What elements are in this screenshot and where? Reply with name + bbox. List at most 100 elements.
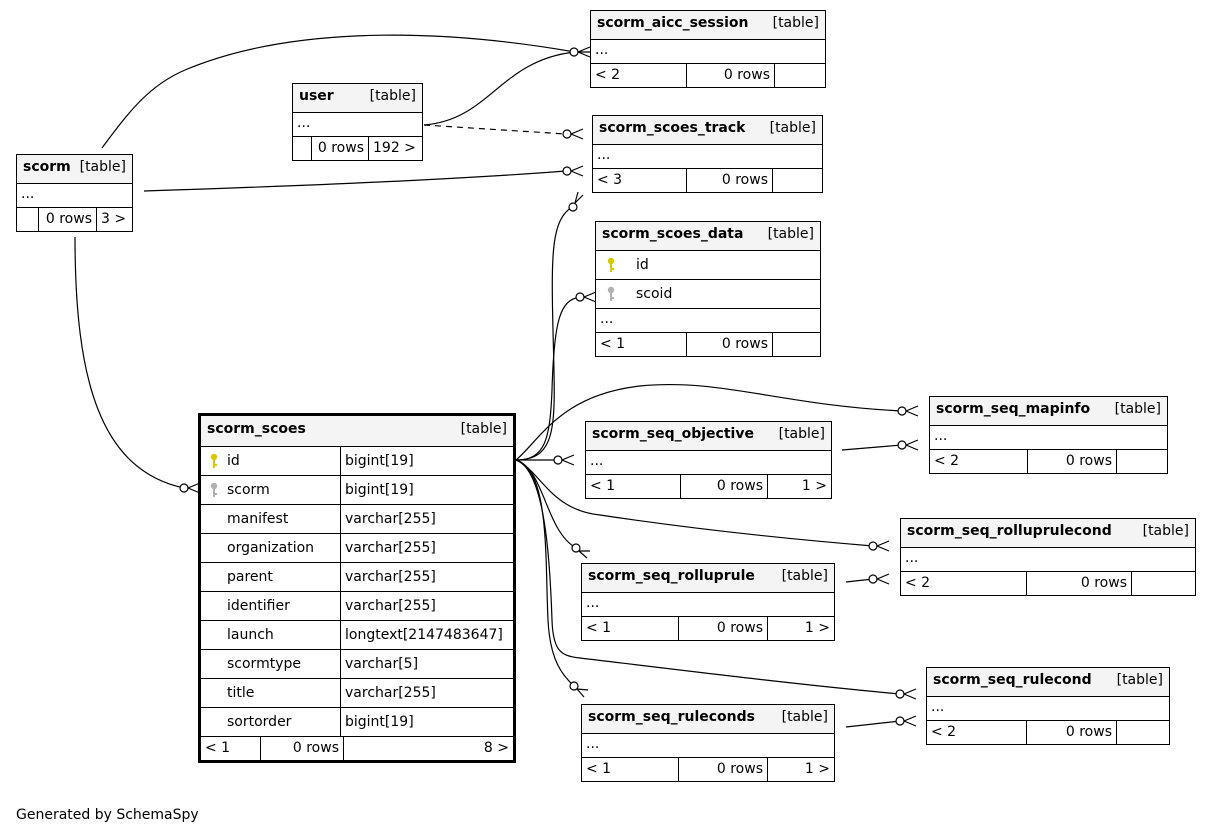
columns-ellipsis: ... [901, 548, 1195, 572]
children-count[interactable]: 192 > [373, 140, 416, 156]
children-count[interactable] [1117, 450, 1167, 473]
parents-count[interactable]: < 3 [593, 169, 687, 192]
parents-count[interactable] [293, 137, 312, 160]
children-count[interactable] [775, 64, 825, 87]
column-type: varchar[255] [345, 511, 436, 527]
column-type: bigint[19] [345, 714, 414, 730]
rel-scoes-mapinfo [515, 383, 903, 461]
column-type: bigint[19] [345, 453, 414, 469]
table-name: scorm_seq_mapinfo [936, 401, 1091, 417]
column-name: launch [227, 621, 341, 649]
generated-by-credit[interactable]: Generated by SchemaSpy [16, 807, 199, 823]
table-header: scorm [table] [17, 155, 132, 184]
column-name: organization [227, 534, 341, 562]
parents-count[interactable]: < 2 [901, 572, 1027, 595]
columns-ellipsis: ... [582, 734, 834, 758]
parents-count[interactable]: < 1 [582, 758, 679, 781]
column-name: scoid [636, 286, 673, 302]
table-header: scorm_aicc_session[table] [591, 11, 825, 40]
table-header: scorm_seq_rulecond[table] [927, 668, 1169, 697]
parents-count[interactable] [17, 208, 39, 231]
rel-scorm-aicc-session [101, 34, 576, 149]
row-count: 0 rows [1027, 721, 1117, 744]
columns-ellipsis: ... [591, 40, 825, 64]
column-row[interactable]: id [596, 251, 820, 280]
table-name: scorm_scoes_data [602, 226, 744, 242]
children-count[interactable]: 1 > [804, 761, 830, 777]
rel-scoes-rolluprulecond [515, 459, 874, 547]
column-type: varchar[255] [345, 569, 436, 585]
table-header: scorm_seq_rolluprule[table] [582, 564, 834, 593]
column-name: parent [227, 563, 341, 591]
table-name: scorm_seq_rolluprulecond [907, 523, 1112, 539]
column-name: id [636, 257, 649, 273]
children-count[interactable] [1132, 572, 1195, 595]
primary-key-icon [201, 453, 227, 469]
children-count[interactable] [773, 333, 820, 356]
table-tag: [table] [1114, 401, 1161, 417]
parents-count[interactable]: < 1 [596, 333, 687, 356]
parents-count[interactable]: < 2 [930, 450, 1028, 473]
row-count: 0 rows [681, 475, 768, 498]
parents-count[interactable]: < 1 [586, 475, 681, 498]
parents-count[interactable]: < 2 [591, 64, 687, 87]
children-count[interactable]: 1 > [804, 620, 830, 636]
children-count[interactable]: 3 > [101, 211, 127, 227]
row-count: 0 rows [687, 169, 773, 192]
table-name: scorm_aicc_session [597, 15, 749, 31]
table-header: scorm_seq_ruleconds[table] [582, 705, 834, 734]
table-tag: [table] [79, 159, 126, 175]
table-name: scorm_seq_ruleconds [588, 709, 755, 725]
table-scorm-scoes-data[interactable]: scorm_scoes_data[table] id scoid ... < 1… [595, 221, 821, 357]
children-count[interactable] [773, 169, 822, 192]
parents-count[interactable]: < 1 [582, 617, 679, 640]
table-tag: [table] [778, 426, 825, 442]
parents-count[interactable]: < 2 [927, 721, 1027, 744]
columns-ellipsis: ... [593, 145, 822, 169]
table-name: scorm [23, 159, 71, 175]
rel-scorm-scoes [74, 236, 185, 489]
table-header: scorm_scoes_track[table] [593, 116, 822, 145]
columns-ellipsis: ... [930, 426, 1167, 450]
children-count[interactable]: 8 > [483, 740, 509, 756]
columns-ellipsis: ... [293, 113, 422, 137]
rel-ruleconds-rulecond [845, 720, 901, 728]
column-type: varchar[255] [345, 540, 436, 556]
table-name: user [299, 88, 334, 104]
children-count[interactable]: 1 > [801, 478, 827, 494]
children-count[interactable] [1117, 721, 1169, 744]
table-tag: [table] [767, 226, 814, 242]
row-count: 0 rows [261, 737, 344, 760]
table-header: scorm_scoes_data [table] [596, 222, 820, 251]
column-row[interactable]: scoid [596, 280, 820, 309]
column-name: id [227, 447, 341, 475]
parents-count[interactable]: < 1 [201, 737, 261, 760]
column-type: varchar[5] [345, 656, 419, 672]
